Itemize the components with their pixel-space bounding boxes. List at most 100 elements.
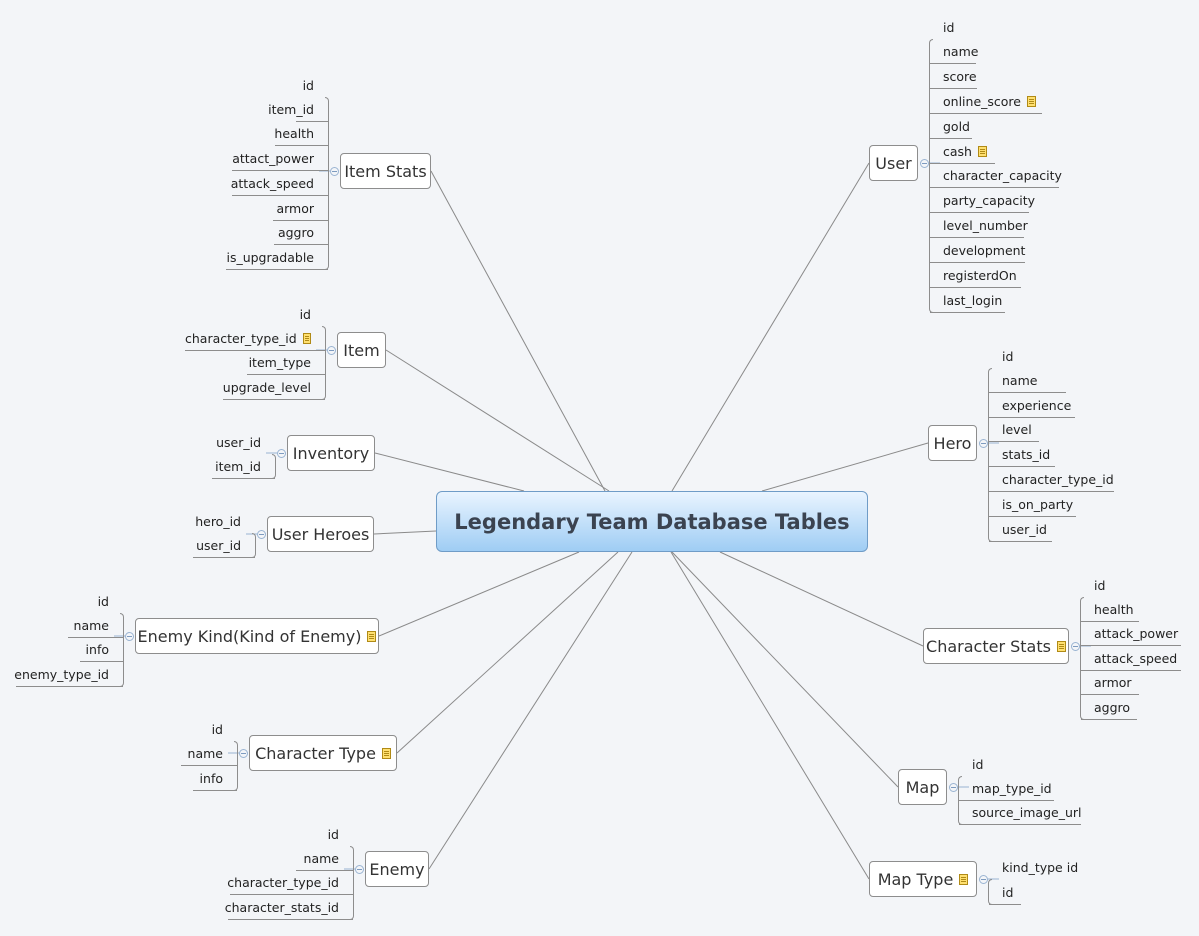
field-armor[interactable]: armor xyxy=(1081,671,1139,696)
field-id[interactable]: id xyxy=(989,344,1031,368)
topic-user[interactable]: User xyxy=(869,145,918,181)
central-topic[interactable]: Legendary Team Database Tables xyxy=(436,491,868,552)
field-id[interactable]: id xyxy=(206,717,237,741)
field-id[interactable]: id xyxy=(298,302,325,326)
note-icon[interactable] xyxy=(1056,640,1066,652)
field-is-upgradable[interactable]: is_upgradable xyxy=(226,246,328,270)
field-info[interactable]: info xyxy=(193,767,237,791)
field-character-capacity[interactable]: character_capacity xyxy=(930,164,1062,189)
field-character-type-id[interactable]: character_type_id xyxy=(989,468,1114,492)
field-attack-power[interactable]: attack_power xyxy=(1081,622,1181,647)
field-bracket xyxy=(988,368,992,542)
topic-map-type[interactable]: Map Type xyxy=(869,861,977,897)
field-is-on-party[interactable]: is_on_party xyxy=(989,493,1076,517)
field-attack-speed[interactable]: attack_speed xyxy=(231,172,328,196)
topic-hero[interactable]: Hero xyxy=(928,425,977,461)
collapse-toggle-icon[interactable] xyxy=(979,874,988,884)
field-user-id[interactable]: user_id xyxy=(213,430,275,454)
field-id[interactable]: id xyxy=(91,589,123,613)
field-armor[interactable]: armor xyxy=(273,197,328,221)
field-registerdon[interactable]: registerdOn xyxy=(930,264,1021,288)
field-item-id[interactable]: item_id xyxy=(212,455,275,479)
field-item-id[interactable]: item_id xyxy=(268,98,328,122)
field-user-id[interactable]: user_id xyxy=(193,534,255,558)
note-icon[interactable] xyxy=(977,145,987,157)
topic-item-stats[interactable]: Item Stats xyxy=(340,153,431,189)
field-name[interactable]: name xyxy=(181,742,237,766)
field-cash[interactable]: cash xyxy=(930,140,995,164)
collapse-toggle-icon[interactable] xyxy=(355,864,364,874)
collapse-toggle-icon[interactable] xyxy=(239,748,248,758)
field-kind-type-id[interactable]: kind_type id xyxy=(989,855,1080,879)
topic-map[interactable]: Map xyxy=(898,769,947,805)
topic-enemy[interactable]: Enemy xyxy=(365,851,429,887)
field-id[interactable]: id xyxy=(959,752,992,776)
topic-enemy-kind-kind-of-enemy[interactable]: Enemy Kind(Kind of Enemy) xyxy=(135,618,379,654)
note-icon[interactable] xyxy=(381,747,391,759)
field-gold[interactable]: gold xyxy=(930,115,972,139)
collapse-toggle-icon[interactable] xyxy=(327,345,336,355)
field-label: user_id xyxy=(1002,521,1047,537)
field-aggro[interactable]: aggro xyxy=(1081,696,1137,720)
field-attact-power[interactable]: attact_power xyxy=(232,147,328,172)
field-enemy-type-id[interactable]: enemy_type_id xyxy=(14,663,123,688)
field-attack-speed[interactable]: attack_speed xyxy=(1081,647,1181,671)
field-label: id xyxy=(327,826,339,842)
field-item-type[interactable]: item_type xyxy=(247,351,325,376)
topic-user-heroes[interactable]: User Heroes xyxy=(267,516,374,552)
field-level-number[interactable]: level_number xyxy=(930,214,1028,239)
collapse-toggle-icon[interactable] xyxy=(949,782,958,792)
field-stats-id[interactable]: stats_id xyxy=(989,443,1055,468)
field-character-type-id[interactable]: character_type_id xyxy=(227,871,353,896)
field-name[interactable]: name xyxy=(989,369,1066,393)
field-id[interactable]: id xyxy=(320,822,353,846)
connector-character-stats xyxy=(719,551,924,647)
field-map-type-id[interactable]: map_type_id xyxy=(959,777,1054,801)
field-label: item_id xyxy=(268,101,314,117)
field-id[interactable]: id xyxy=(930,15,963,39)
field-development[interactable]: development xyxy=(930,239,1025,264)
field-last-login[interactable]: last_login xyxy=(930,289,1005,313)
field-label: score xyxy=(943,68,977,84)
topic-item[interactable]: Item xyxy=(337,332,386,368)
field-upgrade-level[interactable]: upgrade_level xyxy=(223,376,325,401)
field-character-type-id[interactable]: character_type_id xyxy=(185,327,325,351)
field-health[interactable]: health xyxy=(274,122,328,147)
note-icon[interactable] xyxy=(959,873,969,885)
field-label: attact_power xyxy=(232,151,314,167)
field-online-score[interactable]: online_score xyxy=(930,90,1042,114)
topic-inventory[interactable]: Inventory xyxy=(287,435,375,471)
field-aggro[interactable]: aggro xyxy=(274,221,328,246)
note-icon[interactable] xyxy=(302,332,311,344)
field-level[interactable]: level xyxy=(989,418,1039,443)
field-name[interactable]: name xyxy=(296,847,353,871)
field-id[interactable]: id xyxy=(300,73,328,97)
field-health[interactable]: health xyxy=(1081,598,1139,622)
collapse-toggle-icon[interactable] xyxy=(330,166,339,176)
field-character-stats-id[interactable]: character_stats_id xyxy=(225,896,353,921)
field-source-image-url[interactable]: source_image_url xyxy=(959,801,1081,825)
topic-character-stats[interactable]: Character Stats xyxy=(923,628,1069,664)
collapse-toggle-icon[interactable] xyxy=(920,158,929,168)
field-label: armor xyxy=(276,200,314,216)
field-label: health xyxy=(1094,601,1134,617)
collapse-toggle-icon[interactable] xyxy=(257,529,266,539)
collapse-toggle-icon[interactable] xyxy=(125,631,134,641)
note-icon[interactable] xyxy=(1026,95,1036,107)
field-name[interactable]: name xyxy=(930,40,978,64)
field-user-id[interactable]: user_id xyxy=(989,518,1052,542)
collapse-toggle-icon[interactable] xyxy=(1071,641,1080,651)
note-icon[interactable] xyxy=(367,630,377,642)
topic-character-type[interactable]: Character Type xyxy=(249,735,397,771)
collapse-toggle-icon[interactable] xyxy=(979,438,988,448)
field-hero-id[interactable]: hero_id xyxy=(193,509,255,533)
field-bracket xyxy=(958,776,962,825)
field-id[interactable]: id xyxy=(989,881,1021,905)
field-id[interactable]: id xyxy=(1081,573,1115,597)
field-info[interactable]: info xyxy=(80,638,123,663)
field-name[interactable]: name xyxy=(68,614,123,638)
collapse-toggle-icon[interactable] xyxy=(277,448,286,458)
field-score[interactable]: score xyxy=(930,65,977,89)
field-experience[interactable]: experience xyxy=(989,394,1075,418)
field-party-capacity[interactable]: party_capacity xyxy=(930,189,1035,214)
